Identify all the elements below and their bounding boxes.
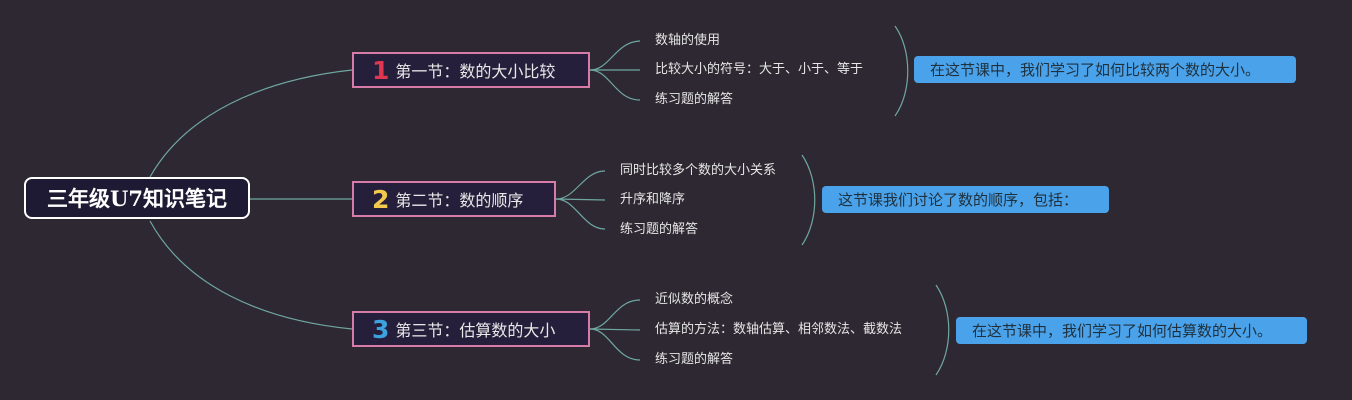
- section-2-item-3[interactable]: 练习题的解答: [620, 222, 699, 237]
- section-1-summary-text: 在这节课中，我们学习了如何比较两个数的大小。: [930, 61, 1261, 79]
- connector-s2-item-3: [555, 198, 606, 230]
- section-number-2: 2: [372, 184, 390, 214]
- summary-brace-2: [801, 154, 816, 246]
- section-node-1[interactable]: 1 第一节：数的大小比较: [352, 52, 590, 88]
- section-2-item-1[interactable]: 同时比较多个数的大小关系: [620, 163, 777, 178]
- root-title: 三年级U7知识笔记: [47, 186, 227, 211]
- section-2-item-2[interactable]: 升序和降序: [620, 192, 686, 207]
- section-1-item-1[interactable]: 数轴的使用: [655, 33, 721, 48]
- section-node-2[interactable]: 2 第二节：数的顺序: [352, 181, 556, 217]
- section-number-1: 1: [372, 55, 390, 85]
- connector-s3-item-3: [589, 328, 641, 361]
- summary-brace-1: [894, 25, 909, 117]
- section-2-summary[interactable]: 这节课我们讨论了数的顺序，包括：: [822, 186, 1109, 213]
- section-1-summary[interactable]: 在这节课中，我们学习了如何比较两个数的大小。: [914, 56, 1296, 83]
- section-3-item-3[interactable]: 练习题的解答: [655, 352, 734, 367]
- connector-s2-item-1: [555, 170, 606, 200]
- section-3-item-2[interactable]: 估算的方法：数轴估算、相邻数法、截数法: [655, 322, 903, 337]
- section-1-item-2[interactable]: 比较大小的符号：大于、小于、等于: [655, 62, 864, 77]
- section-title-3: 第三节：估算数的大小: [395, 321, 556, 340]
- section-title-1: 第一节：数的大小比较: [395, 62, 556, 81]
- section-number-3: 3: [372, 314, 390, 344]
- connector-root-section-3: [149, 220, 353, 330]
- section-node-3[interactable]: 3 第三节：估算数的大小: [352, 311, 590, 347]
- section-2-summary-text: 这节课我们讨论了数的顺序，包括：: [838, 191, 1079, 209]
- section-title-2: 第二节：数的顺序: [395, 191, 524, 210]
- section-3-summary[interactable]: 在这节课中，我们学习了如何估算数的大小。: [956, 317, 1307, 344]
- connector-s1-item-1: [589, 40, 641, 71]
- connector-s2-item-2: [555, 198, 606, 201]
- connector-s3-item-2: [589, 328, 641, 331]
- section-3-summary-text: 在这节课中，我们学习了如何估算数的大小。: [972, 322, 1273, 340]
- section-1-item-3[interactable]: 练习题的解答: [655, 92, 734, 107]
- root-node[interactable]: 三年级U7知识笔记: [24, 177, 250, 219]
- connector-s1-item-3: [589, 69, 641, 101]
- section-3-item-1[interactable]: 近似数的概念: [655, 292, 734, 307]
- summary-brace-3: [935, 284, 950, 376]
- connector-s3-item-1: [589, 299, 641, 330]
- connector-root-section-1: [149, 69, 353, 178]
